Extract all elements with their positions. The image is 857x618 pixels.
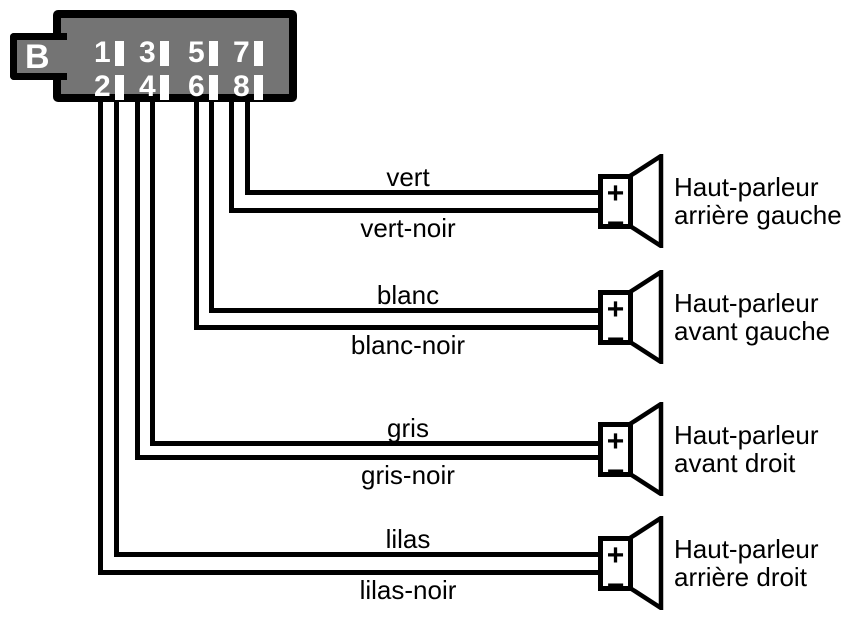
wire-label-blanc-noir: blanc-noir — [350, 330, 466, 360]
minus-terminal: − — [606, 323, 625, 356]
pin-3: 3 — [139, 36, 169, 69]
pin-8: 8 — [233, 70, 263, 103]
wire-label-vert: vert — [386, 162, 430, 192]
speaker-horn-icon — [628, 154, 664, 248]
speaker-horn-icon — [628, 402, 664, 496]
minus-terminal: − — [606, 207, 625, 240]
minus-terminal: − — [606, 455, 625, 488]
pin-number: 2 — [94, 70, 111, 103]
wire-gris-noir-horizontal — [135, 455, 600, 460]
pin-number: 6 — [188, 70, 205, 103]
wire-blanc-noir-horizontal — [194, 325, 600, 330]
wire-blanc-horizontal — [209, 308, 600, 313]
pin-slot — [159, 40, 169, 66]
speaker-name-line1: Haut-parleur — [674, 534, 819, 564]
speaker-icon: + − — [598, 422, 633, 487]
wire-label-lilas-noir: lilas-noir — [359, 575, 457, 605]
plus-terminal: + — [606, 539, 625, 572]
wire-lilas-noir-vertical — [98, 97, 103, 575]
speaker-name: Haut-parleur avant droit — [674, 421, 854, 477]
wire-vert-vertical — [245, 97, 250, 195]
wire-lilas-vertical — [114, 97, 119, 557]
wire-blanc-vertical — [209, 97, 214, 313]
speaker-icon: + − — [598, 174, 633, 239]
wire-label-blanc: blanc — [376, 280, 440, 310]
wire-vert-noir-horizontal — [229, 208, 600, 213]
wire-gris-horizontal — [150, 441, 600, 446]
pin-1: 1 — [94, 36, 124, 69]
pin-2: 2 — [94, 70, 124, 103]
wire-lilas-noir-horizontal — [98, 570, 600, 575]
speaker-name: Haut-parleur arrière droit — [674, 535, 854, 591]
wire-vert-noir-vertical — [229, 97, 234, 213]
speaker-name: Haut-parleur arrière gauche — [674, 173, 854, 229]
pin-5: 5 — [188, 36, 218, 69]
wire-lilas-horizontal — [114, 552, 600, 557]
speaker-name-line1: Haut-parleur — [674, 172, 819, 202]
wire-gris-vertical — [150, 97, 155, 446]
speaker-name: Haut-parleur avant gauche — [674, 289, 854, 345]
speaker-name-line1: Haut-parleur — [674, 288, 819, 318]
pin-slot — [159, 74, 169, 100]
wire-label-gris: gris — [387, 413, 429, 443]
speaker-name-line1: Haut-parleur — [674, 420, 819, 450]
connector-b-body: 1 3 5 7 2 4 6 8 — [53, 10, 297, 102]
pin-number: 8 — [233, 70, 250, 103]
wire-gris-noir-vertical — [135, 97, 140, 460]
wire-blanc-noir-vertical — [194, 97, 199, 330]
pin-number: 5 — [188, 36, 205, 69]
pin-4: 4 — [139, 70, 169, 103]
speaker-horn-icon — [628, 516, 664, 610]
pin-number: 7 — [233, 36, 250, 69]
connector-b-tab: B — [10, 33, 67, 80]
pin-slot — [208, 74, 218, 100]
pin-slot — [208, 40, 218, 66]
pin-slot — [114, 40, 124, 66]
wire-label-vert-noir: vert-noir — [360, 213, 456, 243]
pin-slot — [114, 74, 124, 100]
pin-7: 7 — [233, 36, 263, 69]
pin-number: 1 — [94, 36, 111, 69]
wire-label-gris-noir: gris-noir — [361, 460, 455, 490]
wire-label-lilas: lilas — [385, 524, 431, 554]
pin-slot — [253, 40, 263, 66]
speaker-name-line2: avant gauche — [674, 316, 831, 346]
connector-label: B — [25, 37, 50, 76]
pin-number: 4 — [139, 70, 156, 103]
speaker-name-line2: arrière gauche — [674, 200, 842, 230]
plus-terminal: + — [606, 293, 625, 326]
speaker-name-line2: avant droit — [674, 448, 796, 478]
speaker-horn-icon — [628, 270, 664, 364]
pin-slot — [253, 74, 263, 100]
plus-terminal: + — [606, 425, 625, 458]
plus-terminal: + — [606, 177, 625, 210]
speaker-name-line2: arrière droit — [674, 562, 807, 592]
wire-vert-horizontal — [245, 190, 600, 195]
speaker-icon: + − — [598, 290, 633, 355]
pin-6: 6 — [188, 70, 218, 103]
speaker-icon: + − — [598, 536, 633, 601]
pin-number: 3 — [139, 36, 156, 69]
minus-terminal: − — [606, 569, 625, 602]
